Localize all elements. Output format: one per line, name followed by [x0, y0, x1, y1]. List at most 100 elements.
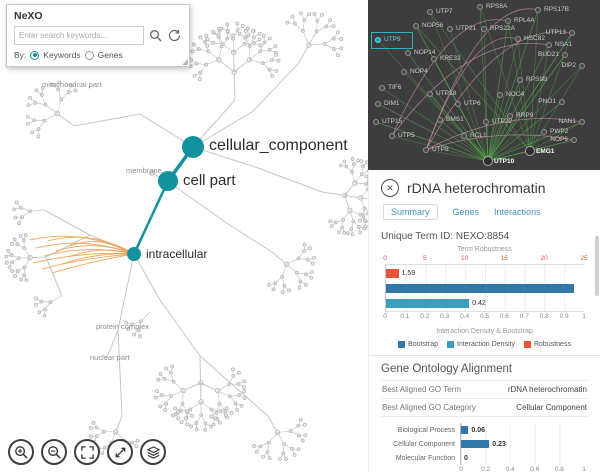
gene-node-label: RPS22A: [490, 25, 515, 32]
gene-node-label: RRP9: [516, 112, 534, 119]
top-axis-tick: 5: [422, 255, 427, 262]
search-row: [14, 26, 182, 45]
go-category-label: Best Aligned GO Category: [382, 403, 476, 412]
gene-node-dot: [461, 133, 467, 139]
go-term-value: rDNA heterochromatin: [507, 385, 587, 394]
resize-handle[interactable]: [182, 59, 188, 65]
gene-node-dot: [427, 91, 433, 97]
go-alignment-table: Best Aligned GO Term rDNA heterochromati…: [381, 380, 588, 417]
legend-item-robustness: Robustness: [523, 341, 571, 348]
gene-node-label: NOP6: [550, 136, 568, 143]
gene-node-label: BMS1: [446, 116, 464, 123]
go-bar: [461, 440, 490, 448]
gene-node-label: PWP2: [550, 128, 569, 135]
chart-legend: Bootstrap Interaction Density Robustness: [369, 341, 600, 348]
gene-node-label: RCL1: [470, 132, 487, 139]
bottom-axis-tick: 0.4: [460, 313, 470, 320]
gene-node-dot: [562, 52, 568, 58]
gene-node-dot: [525, 146, 535, 156]
bar-interaction-density: [386, 299, 470, 308]
tab-summary[interactable]: Summary: [383, 204, 438, 220]
bar-row-bootstrap: [386, 283, 584, 294]
gene-node-label: UTP5: [398, 132, 415, 139]
bottom-axis-tick: 0.6: [499, 313, 509, 320]
gene-node-dot: [541, 129, 547, 135]
bottom-axis-tick: 0.8: [539, 313, 549, 320]
gene-node-label: TIF6: [388, 84, 402, 91]
go-bar-value: 0: [464, 454, 468, 462]
gene-node-dot: [413, 23, 419, 29]
scrollbar-thumb[interactable]: [595, 236, 599, 296]
gene-node-label: RPL4A: [514, 17, 535, 24]
go-category-tick-label: Biological Process: [397, 426, 455, 434]
zoom-out-button[interactable]: [41, 439, 67, 465]
bottom-axis-tick: 0.7: [519, 313, 529, 320]
gene-node-label: NOP4: [410, 68, 428, 75]
search-icon: [149, 30, 161, 42]
gene-node-dot: [517, 77, 523, 83]
gene-node-dot: [483, 156, 493, 166]
tab-interactions[interactable]: Interactions: [494, 207, 541, 217]
radio-keywords-label[interactable]: Keywords: [43, 50, 81, 60]
gene-node-label: UTP9: [384, 36, 401, 43]
reset-icon: [168, 29, 180, 42]
gene-node-label: UTP6: [464, 100, 481, 107]
gene-node-label: DIM1: [384, 100, 400, 107]
radio-keywords[interactable]: [30, 50, 40, 60]
go-axis-tick: 0.2: [481, 466, 491, 472]
search-card: NeXO By: Keyw: [6, 4, 190, 67]
bar-bootstrap: [386, 284, 575, 293]
close-detail-button[interactable]: ✕: [381, 179, 399, 197]
top-axis-tick: 25: [580, 255, 588, 262]
gene-node-dot: [427, 9, 433, 15]
gene-node-label: UTP22: [492, 118, 513, 125]
gene-node-dot: [373, 119, 379, 125]
go-axis-tick: 0.6: [530, 466, 540, 472]
bottom-axis-tick: 0: [383, 313, 387, 320]
zoom-out-icon: [47, 445, 61, 459]
tab-genes[interactable]: Genes: [452, 207, 480, 217]
bar-row-interaction-density: 0.42: [386, 298, 584, 309]
go-bar-area: 0.06: [460, 423, 584, 437]
go-bar-area: 0: [460, 451, 584, 465]
search-button[interactable]: [147, 28, 163, 44]
radio-genes-label[interactable]: Genes: [97, 50, 123, 60]
legend-item-density: Interaction Density: [447, 341, 515, 348]
top-axis-tick: 15: [500, 255, 509, 262]
fit-to-screen-icon: [80, 445, 94, 459]
gene-node-dot: [546, 42, 552, 48]
gene-node-label: EMG1: [536, 148, 555, 155]
fit-to-screen-button[interactable]: [74, 439, 100, 465]
term-detail-panel: ✕ rDNA heterochromatin Summary Genes Int…: [368, 170, 600, 472]
gene-node-dot: [431, 56, 437, 62]
robustness-swatch-icon: [523, 341, 531, 348]
bootstrap-swatch-icon: [398, 341, 406, 348]
radio-genes[interactable]: [84, 50, 94, 60]
close-icon: ✕: [386, 182, 394, 193]
expand-tree-button[interactable]: [107, 439, 133, 465]
go-axis-tick: 1: [582, 466, 586, 472]
go-axis-tick: 0: [459, 466, 463, 472]
search-input[interactable]: [14, 26, 144, 45]
go-bar-row: Biological Process 0.06: [385, 423, 584, 437]
gene-node-dot: [515, 36, 521, 42]
gene-node-label: RPS17B: [544, 6, 569, 13]
reset-button[interactable]: [166, 28, 182, 44]
network-edges-layer: [375, 6, 583, 162]
legend-label-robustness: Robustness: [533, 341, 571, 348]
gene-node-label: NSA1: [555, 41, 572, 48]
gene-node-dot: [389, 133, 395, 139]
gene-node-label: BUD21: [538, 51, 559, 58]
term-id-value: NEXO:8854: [455, 231, 510, 242]
detail-header: ✕ rDNA heterochromatin: [369, 170, 600, 201]
layers-button[interactable]: [140, 439, 166, 465]
ontology-tree-canvas[interactable]: [0, 0, 368, 473]
zoom-in-button[interactable]: [8, 439, 34, 465]
